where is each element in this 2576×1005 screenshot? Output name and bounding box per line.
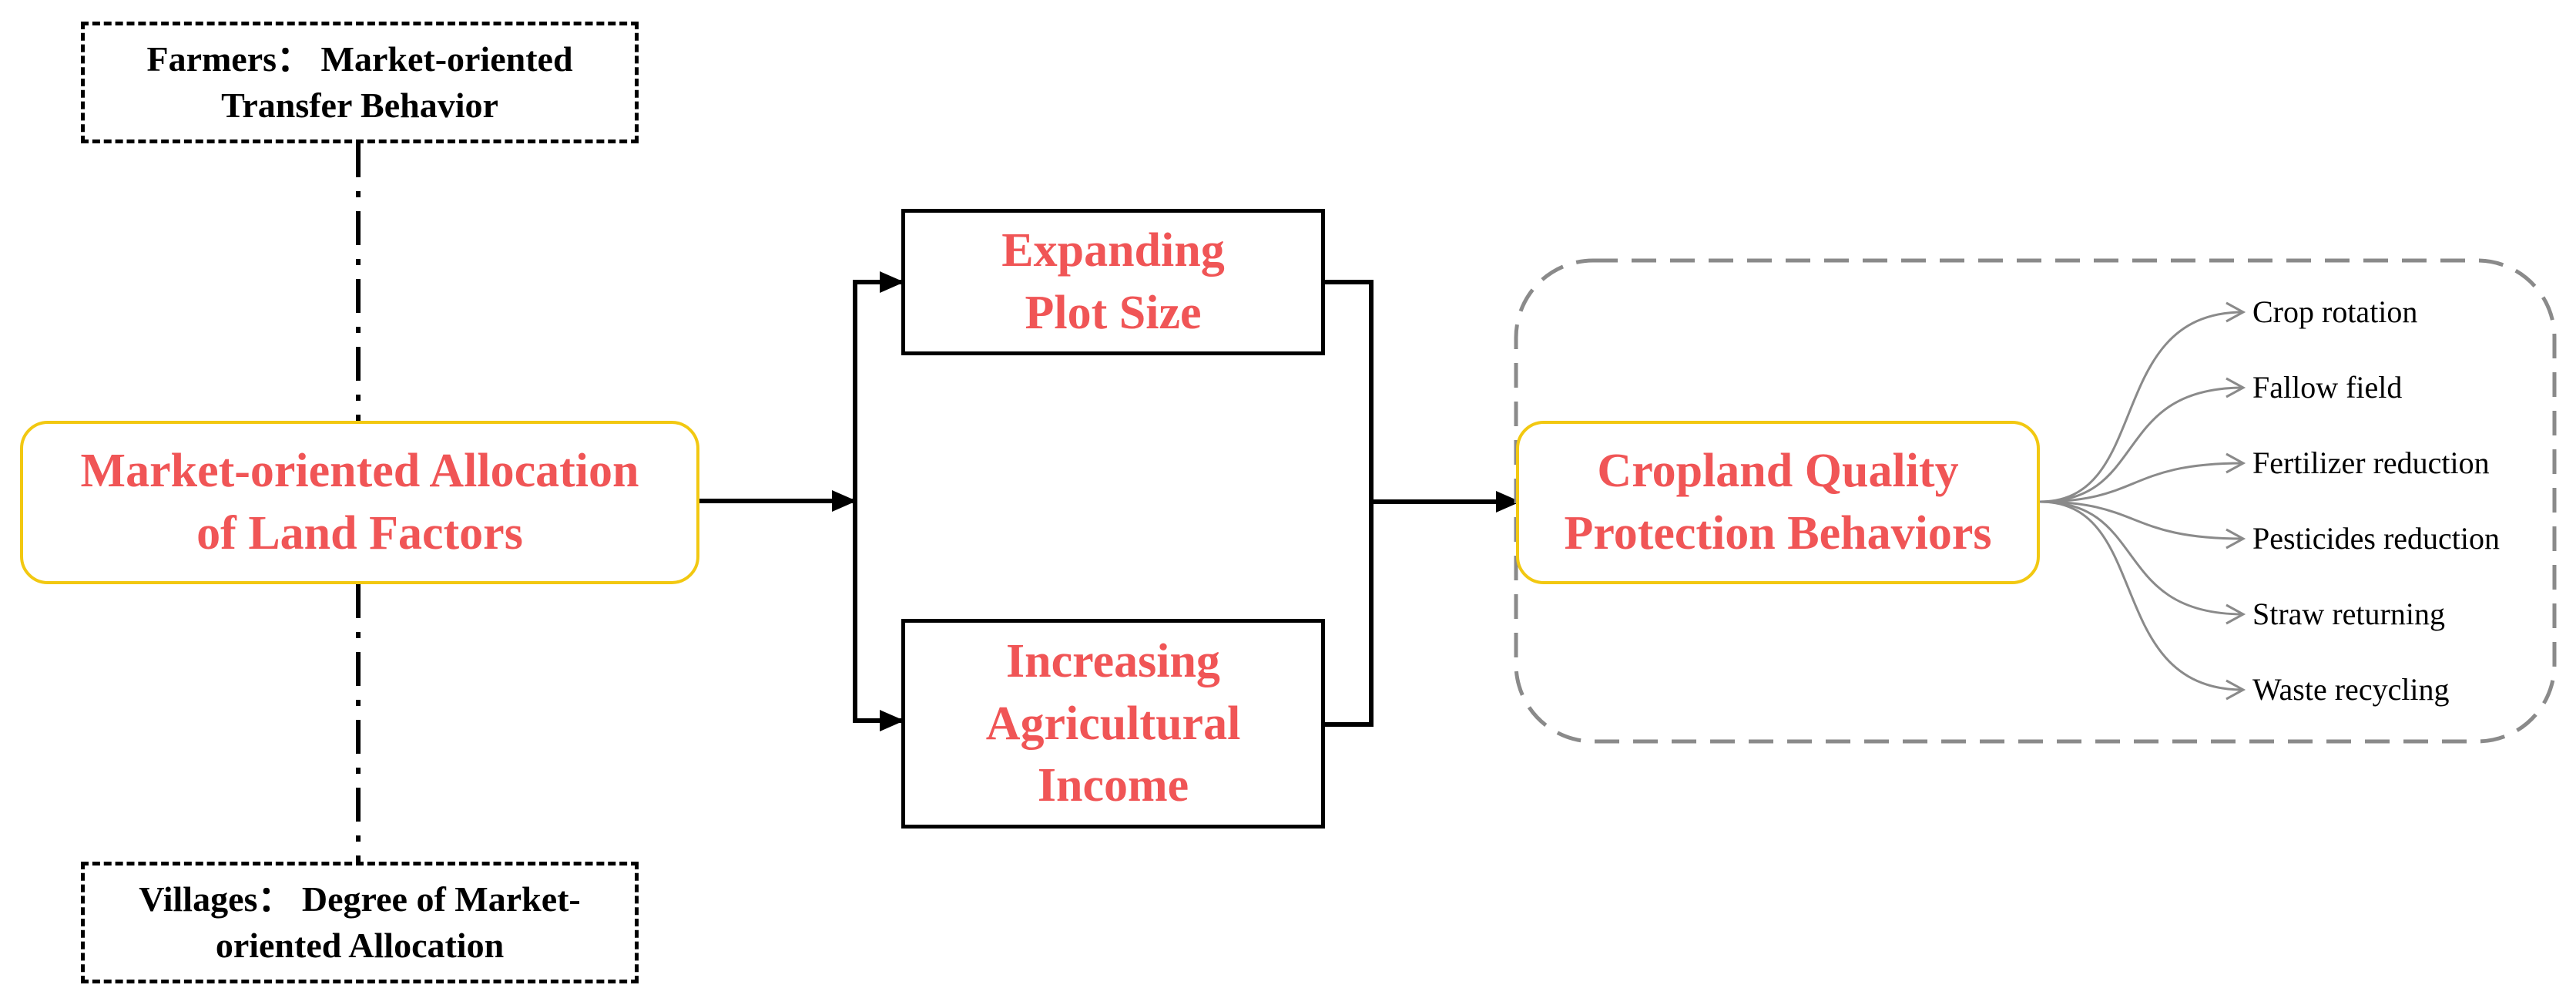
outcome-waste-recycling: Waste recycling	[2252, 672, 2450, 707]
farmers-transfer-behavior-box: Farmers： Market-oriented Transfer Behavi…	[81, 22, 639, 143]
income-line-1: Increasing	[1006, 635, 1220, 688]
outcome-straw-returning: Straw returning	[2252, 597, 2445, 631]
fan-arrow-waste-recycling	[2039, 500, 2246, 701]
outcome-fertilizer-reduction: Fertilizer reduction	[2252, 445, 2490, 480]
plot-size-line-1: Expanding	[1001, 224, 1225, 277]
increasing-income-box: Increasing Agricultural Income	[901, 619, 1325, 829]
behavior-fan-arrows	[2039, 301, 2246, 701]
villages-box-line-2: oriented Allocation	[215, 926, 505, 965]
market-allocation-line-1: Market-oriented Allocation	[80, 445, 639, 498]
market-allocation-line-2: of Land Factors	[196, 507, 523, 560]
fan-arrow-straw-returning	[2039, 500, 2246, 625]
fan-arrow-fallow-field	[2039, 377, 2246, 503]
fan-arrow-pesticides-reduction	[2039, 500, 2246, 550]
income-line-2: Agricultural	[985, 697, 1241, 750]
market-allocation-box: Market-oriented Allocation of Land Facto…	[20, 421, 699, 584]
plot-size-line-2: Plot Size	[1025, 287, 1202, 339]
villages-box-line-1: Villages： Degree of Market-	[139, 879, 581, 919]
expanding-plot-size-box: Expanding Plot Size	[901, 209, 1325, 355]
income-line-3: Income	[1037, 759, 1189, 812]
cropland-quality-line-2: Protection Behaviors	[1564, 507, 1992, 560]
farmers-box-line-2: Transfer Behavior	[221, 86, 498, 125]
fan-arrow-crop-rotation	[2039, 301, 2246, 503]
cropland-quality-line-1: Cropland Quality	[1597, 445, 1959, 498]
outcome-pesticides-reduction: Pesticides reduction	[2252, 521, 2501, 556]
outcome-crop-rotation: Crop rotation	[2252, 294, 2418, 329]
bracket-from-mediators	[1323, 280, 1374, 727]
villages-allocation-degree-box: Villages： Degree of Market- oriented All…	[81, 862, 639, 983]
cropland-quality-box: Cropland Quality Protection Behaviors	[1516, 421, 2040, 584]
farmers-box-line-1: Farmers： Market-oriented	[146, 39, 573, 79]
outcome-fallow-field: Fallow field	[2252, 370, 2403, 405]
fan-arrow-fertilizer-reduction	[2039, 452, 2246, 503]
